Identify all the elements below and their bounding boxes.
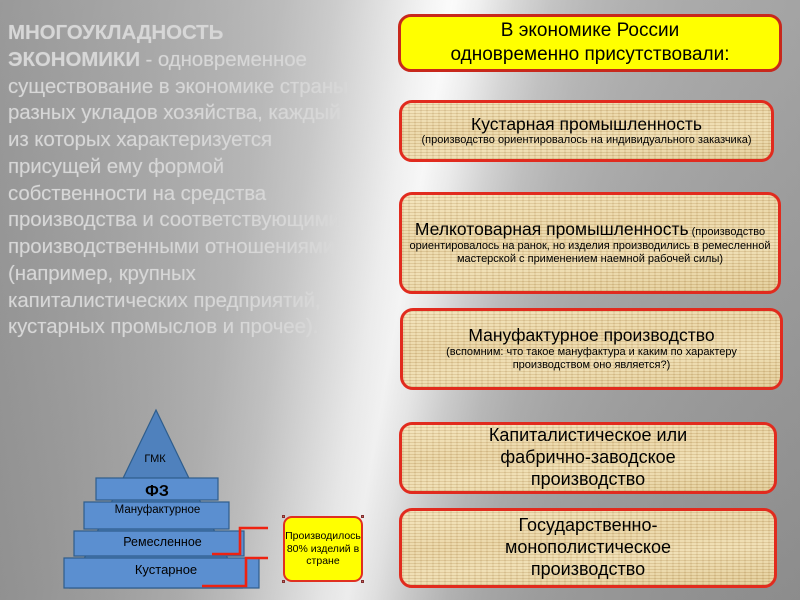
economy-structures-pyramid: ГМК ФЗ Мануфактурное Ремесленное Кустарн…	[62, 408, 287, 594]
state-monopoly-line-3: производство	[530, 558, 646, 579]
intro-line-2: одновременно присутствовали:	[450, 44, 730, 65]
pyramid-bar-manufacture	[83, 501, 230, 530]
small-scale-industry-heading: Мелкотоварная промышленность (производст…	[414, 218, 766, 241]
pyramid-graphic	[63, 408, 268, 589]
small-scale-industry-note: ориентировалось на ранок, но изделия про…	[409, 240, 771, 266]
cottage-industry-title: Кустарная промышленность	[471, 113, 702, 134]
capitalist-production-line-3: производство	[530, 468, 646, 489]
cottage-industry-note: (производство ориентировалось на индивид…	[421, 134, 752, 147]
state-monopoly-line-1: Государственно-	[518, 515, 658, 536]
selection-handle-tr[interactable]	[361, 515, 364, 518]
pyramid-callout-box[interactable]: Производилось 80% изделий в стране	[283, 516, 363, 582]
callout-box-intro[interactable]: В экономике России одновременно присутст…	[398, 14, 782, 72]
state-monopoly-line-2: монополистическое	[504, 537, 672, 558]
callout-box-manufacture-production[interactable]: Мануфактурное производство (вспомним: чт…	[400, 308, 783, 390]
connector-line-upper	[212, 526, 268, 556]
definition-text-block: МНОГОУКЛАДНОСТЬ ЭКОНОМИКИ - одновременно…	[8, 20, 360, 341]
connector-line-lower	[202, 556, 268, 588]
selection-handle-bl[interactable]	[282, 580, 285, 583]
callout-box-cottage-industry[interactable]: Кустарная промышленность (производство о…	[399, 100, 774, 162]
manufacture-production-title: Мануфактурное производство	[468, 325, 715, 346]
small-scale-industry-note-inline: (производство	[688, 225, 766, 238]
capitalist-production-line-2: фабрично-заводское	[500, 447, 676, 468]
callout-box-small-scale-industry[interactable]: Мелкотоварная промышленность (производст…	[399, 192, 781, 294]
definition-term: МНОГОУКЛАДНОСТЬ ЭКОНОМИКИ	[8, 21, 224, 71]
pyramid-bar-craft	[73, 530, 245, 557]
small-scale-industry-title: Мелкотоварная промышленность	[414, 218, 689, 239]
definition-body: - одновременное существование в экономик…	[8, 47, 348, 339]
pyramid-bar-fz	[95, 477, 219, 501]
selection-handle-tl[interactable]	[282, 515, 285, 518]
manufacture-production-note: (вспомним: что такое мануфактура и каким…	[446, 346, 737, 371]
callout-box-capitalist-production[interactable]: Капиталистическое или фабрично-заводское…	[399, 422, 777, 494]
capitalist-production-line-1: Капиталистическое или	[488, 425, 688, 446]
pyramid-bar-cottage	[63, 557, 260, 589]
selection-handle-br[interactable]	[361, 580, 364, 583]
callout-box-state-monopoly-production[interactable]: Государственно- монополистическое произв…	[399, 508, 777, 588]
intro-line-1: В экономике России	[500, 20, 680, 42]
